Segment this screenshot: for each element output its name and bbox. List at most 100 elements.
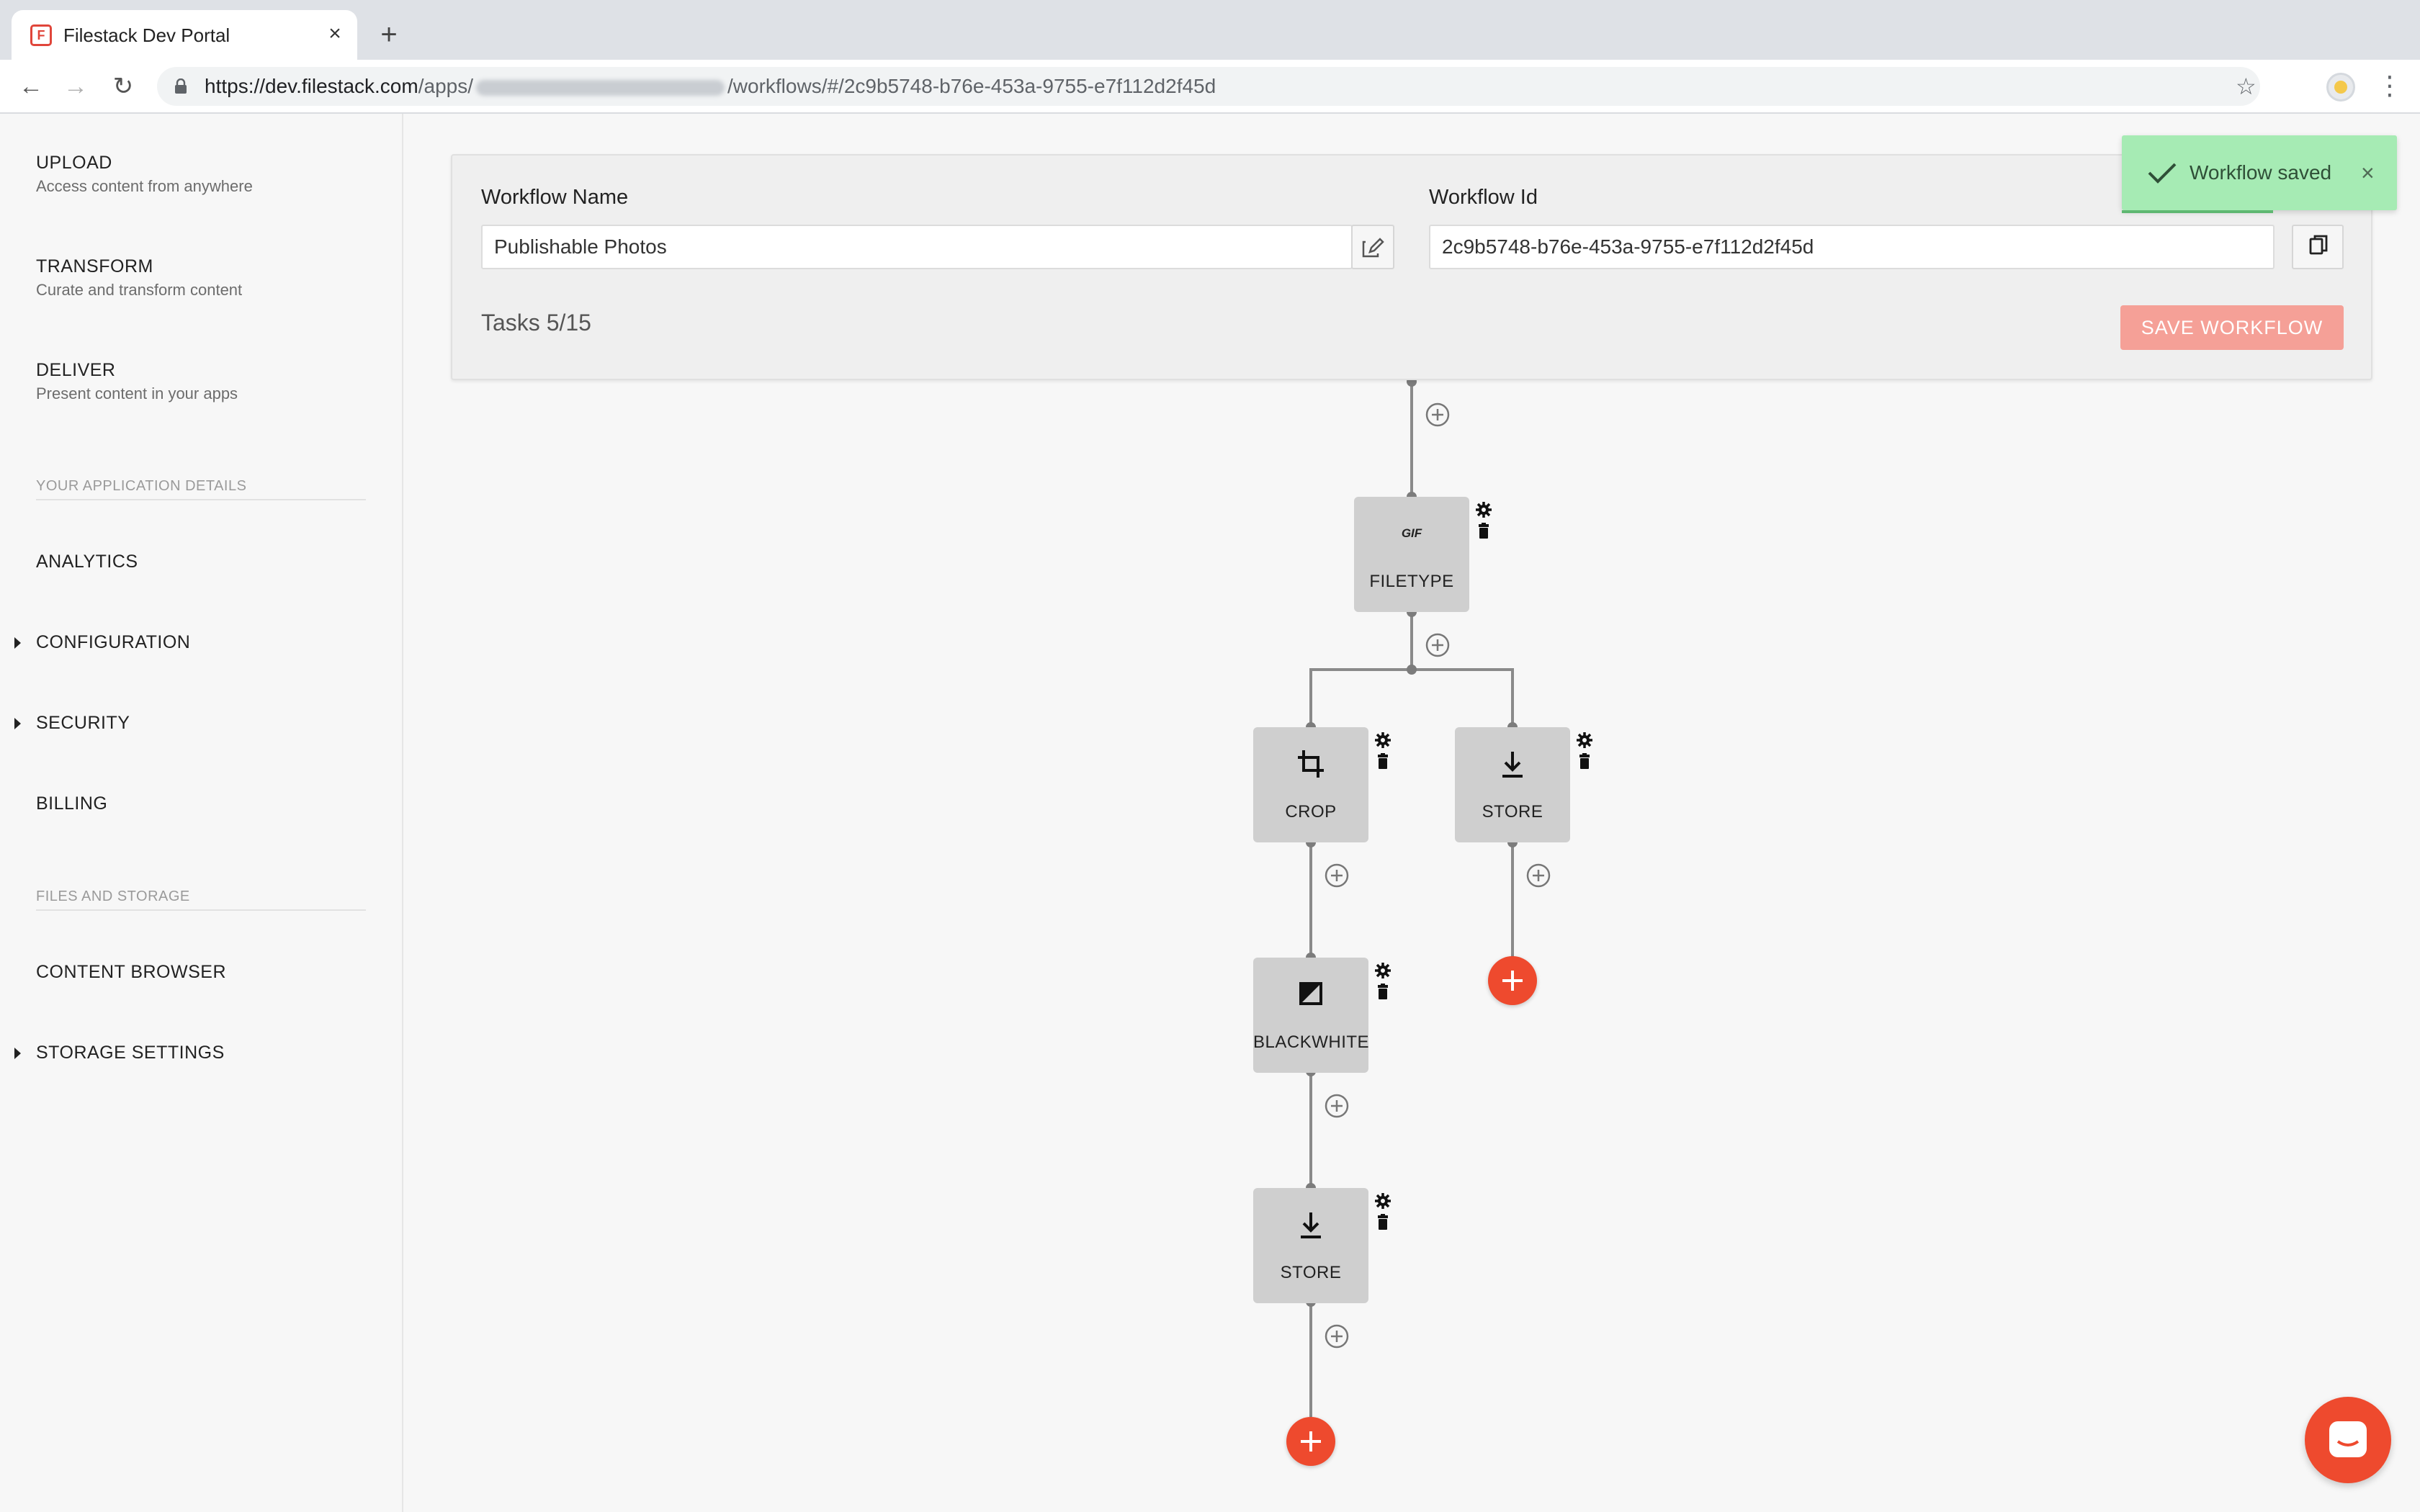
chat-icon bbox=[2329, 1421, 2367, 1457]
workflow-saved-toast: Workflow saved × bbox=[2122, 135, 2397, 210]
node-tools-blackwhite bbox=[1375, 963, 1391, 999]
workflow-node-store-bottom[interactable]: STORE bbox=[1253, 1188, 1368, 1303]
new-tab-button[interactable]: + bbox=[380, 19, 398, 50]
settings-gear-icon[interactable] bbox=[1476, 502, 1492, 518]
workflow-header-card: Workflow Name Publishable Photos Workflo… bbox=[451, 154, 2372, 380]
toast-message: Workflow saved bbox=[2190, 161, 2332, 184]
delete-trash-icon[interactable] bbox=[1378, 1214, 1388, 1230]
address-bar[interactable]: https://dev.filestack.com/apps/ /workflow… bbox=[157, 67, 2260, 106]
sidebar-item-analytics-label: ANALYTICS bbox=[36, 552, 138, 572]
sidebar-item-security[interactable]: SECURITY bbox=[14, 711, 130, 734]
sidebar-item-transform-subtitle: Curate and transform content bbox=[36, 281, 243, 299]
node-label: FILETYPE bbox=[1369, 572, 1454, 591]
insert-step-plus-icon[interactable] bbox=[1324, 863, 1350, 888]
sidebar-item-billing-label: BILLING bbox=[36, 793, 108, 814]
url-redacted bbox=[476, 79, 725, 96]
sidebar-item-transform-title: TRANSFORM bbox=[36, 256, 153, 276]
sidebar-item-configuration-label: CONFIGURATION bbox=[36, 632, 191, 652]
insert-step-plus-icon[interactable] bbox=[1525, 863, 1551, 888]
copy-id-button[interactable] bbox=[2292, 225, 2344, 269]
gif-filetype-icon: GIF bbox=[1401, 526, 1422, 540]
delete-trash-icon[interactable] bbox=[1579, 753, 1590, 769]
settings-gear-icon[interactable] bbox=[1577, 732, 1592, 748]
copy-icon bbox=[2309, 235, 2328, 255]
download-store-icon bbox=[1502, 752, 1523, 778]
browser-menu-icon[interactable]: ⋮ bbox=[2377, 71, 2403, 100]
save-workflow-button[interactable]: SAVE WORKFLOW bbox=[2120, 305, 2344, 350]
sidebar-item-upload-subtitle: Access content from anywhere bbox=[36, 177, 253, 195]
node-label: BLACKWHITE bbox=[1253, 1032, 1370, 1052]
profile-avatar-icon[interactable] bbox=[2326, 73, 2355, 102]
insert-step-plus-icon[interactable] bbox=[1324, 1093, 1350, 1119]
url-host: https://dev.filestack.com bbox=[205, 75, 418, 97]
node-label: CROP bbox=[1285, 802, 1337, 822]
settings-gear-icon[interactable] bbox=[1375, 732, 1391, 748]
workflow-id-label: Workflow Id bbox=[1429, 186, 1538, 209]
browser-toolbar: ← → ↻ https://dev.filestack.com/apps/ /wo… bbox=[0, 60, 2420, 114]
back-icon[interactable]: ← bbox=[19, 73, 43, 100]
reload-icon[interactable]: ↻ bbox=[112, 73, 134, 100]
sidebar-item-storage-settings[interactable]: STORAGE SETTINGS bbox=[14, 1041, 225, 1064]
delete-trash-icon[interactable] bbox=[1479, 523, 1489, 539]
node-tools-store-right bbox=[1577, 732, 1592, 769]
url-path: /workflows/#/2c9b5748-b76e-453a-9755-e7f… bbox=[727, 75, 1216, 97]
lock-icon bbox=[175, 78, 187, 94]
insert-step-plus-icon[interactable] bbox=[1324, 1323, 1350, 1349]
sidebar-item-content-browser-label: CONTENT BROWSER bbox=[36, 962, 226, 982]
sidebar-item-deliver-subtitle: Present content in your apps bbox=[36, 384, 238, 402]
sidebar-item-deliver[interactable]: DELIVER Present content in your apps bbox=[36, 359, 238, 405]
caret-right-icon bbox=[14, 637, 21, 649]
tab-close-icon[interactable]: × bbox=[328, 22, 341, 45]
edit-pencil-icon bbox=[1362, 238, 1384, 258]
node-tools-store-bottom bbox=[1375, 1193, 1391, 1230]
node-tools-filetype bbox=[1476, 502, 1492, 539]
url-apps: /apps/ bbox=[418, 75, 473, 97]
workflow-node-store-right[interactable]: STORE bbox=[1455, 727, 1570, 842]
sidebar-item-upload[interactable]: UPLOAD Access content from anywhere bbox=[36, 151, 253, 197]
bookmark-star-icon[interactable]: ☆ bbox=[2236, 73, 2257, 99]
node-label: STORE bbox=[1280, 1263, 1342, 1282]
caret-right-icon bbox=[14, 718, 21, 729]
sidebar-item-configuration[interactable]: CONFIGURATION bbox=[14, 631, 191, 654]
insert-step-plus-icon[interactable] bbox=[1425, 402, 1451, 428]
workflow-node-blackwhite[interactable]: BLACKWHITE bbox=[1253, 958, 1370, 1073]
download-store-icon bbox=[1301, 1212, 1321, 1238]
edit-name-button[interactable] bbox=[1351, 225, 1394, 269]
sidebar-item-analytics[interactable]: ANALYTICS bbox=[36, 550, 138, 573]
workflow-node-filetype[interactable]: GIF FILETYPE bbox=[1354, 497, 1469, 612]
sidebar-item-deliver-title: DELIVER bbox=[36, 360, 116, 380]
forward-icon[interactable]: → bbox=[63, 73, 88, 100]
settings-gear-icon[interactable] bbox=[1375, 963, 1391, 978]
browser-tabstrip: F Filestack Dev Portal × + bbox=[0, 0, 2420, 60]
node-label: STORE bbox=[1482, 802, 1543, 822]
chat-launcher-button[interactable] bbox=[2305, 1397, 2391, 1483]
tab-title: Filestack Dev Portal bbox=[63, 24, 230, 46]
settings-gear-icon[interactable] bbox=[1375, 1193, 1391, 1209]
sidebar-item-upload-title: UPLOAD bbox=[36, 153, 112, 173]
sidebar: UPLOAD Access content from anywhere TRAN… bbox=[0, 114, 403, 1512]
sidebar-item-content-browser[interactable]: CONTENT BROWSER bbox=[36, 960, 226, 984]
sidebar-item-transform[interactable]: TRANSFORM Curate and transform content bbox=[36, 255, 242, 301]
sidebar-item-security-label: SECURITY bbox=[36, 713, 130, 733]
toast-progress-bar bbox=[2122, 210, 2273, 213]
add-task-button[interactable] bbox=[1286, 1417, 1335, 1466]
insert-step-plus-icon[interactable] bbox=[1425, 632, 1451, 658]
toast-close-icon[interactable]: × bbox=[2361, 160, 2375, 186]
workflow-node-crop[interactable]: CROP bbox=[1253, 727, 1368, 842]
caret-right-icon bbox=[14, 1048, 21, 1059]
sidebar-section-app-details: YOUR APPLICATION DETAILS bbox=[36, 478, 366, 500]
filestack-favicon-icon: F bbox=[30, 24, 52, 46]
workflow-name-input[interactable]: Publishable Photos bbox=[481, 225, 1353, 269]
sidebar-item-storage-settings-label: STORAGE SETTINGS bbox=[36, 1043, 225, 1063]
node-tools-crop bbox=[1375, 732, 1391, 769]
blackwhite-filter-icon bbox=[1299, 982, 1322, 1005]
add-task-button[interactable] bbox=[1488, 956, 1537, 1005]
sidebar-section-files-storage: FILES AND STORAGE bbox=[36, 888, 366, 911]
workflow-id-input[interactable]: 2c9b5748-b76e-453a-9755-e7f112d2f45d bbox=[1429, 225, 2275, 269]
delete-trash-icon[interactable] bbox=[1378, 753, 1388, 769]
delete-trash-icon[interactable] bbox=[1378, 984, 1388, 999]
workflow-name-label: Workflow Name bbox=[481, 186, 629, 209]
browser-tab[interactable]: F Filestack Dev Portal × bbox=[12, 10, 357, 60]
sidebar-item-billing[interactable]: BILLING bbox=[36, 792, 107, 815]
url-text: https://dev.filestack.com/apps/ /workflow… bbox=[205, 74, 1216, 99]
